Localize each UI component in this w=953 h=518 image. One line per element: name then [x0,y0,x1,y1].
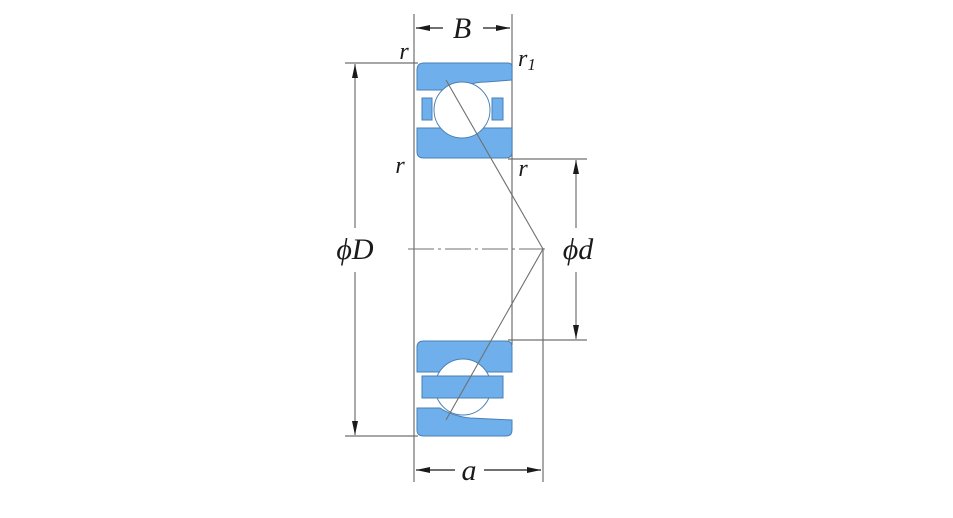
bearing-bottom-section [416,340,513,437]
label-chamfer-top-right-sub: 1 [527,55,536,74]
cage-bottom [421,375,504,399]
contact-line-top [445,79,544,250]
contact-line-bottom [445,248,544,421]
label-chamfer-top-right: r1 [518,46,536,74]
label-chamfer-mid-left: r [395,153,405,179]
dimension-width-b: B [416,12,510,45]
outer-ring-bottom [416,407,513,437]
inner-ring-bottom [416,340,513,373]
cage-right-top [491,97,504,121]
contact-angle-lines [445,79,544,421]
dimension-load-center-a: a [416,454,541,487]
ball-top [433,81,491,139]
label-chamfer-mid-right: r [518,156,528,182]
label-outer-diameter: ϕD [336,233,374,266]
label-load-center-a: a [462,454,477,487]
label-chamfer-top-left: r [399,39,409,65]
label-bore-diameter: ϕd [563,233,595,266]
bearing-top-section [416,62,513,159]
label-chamfer-top-right-r: r [518,46,528,72]
label-width-b: B [453,12,471,45]
dimension-bore-diameter: ϕd [563,160,595,339]
cage-left-top [421,97,433,121]
inner-ring-top [416,127,513,159]
dimension-outer-diameter: ϕD [336,64,374,435]
